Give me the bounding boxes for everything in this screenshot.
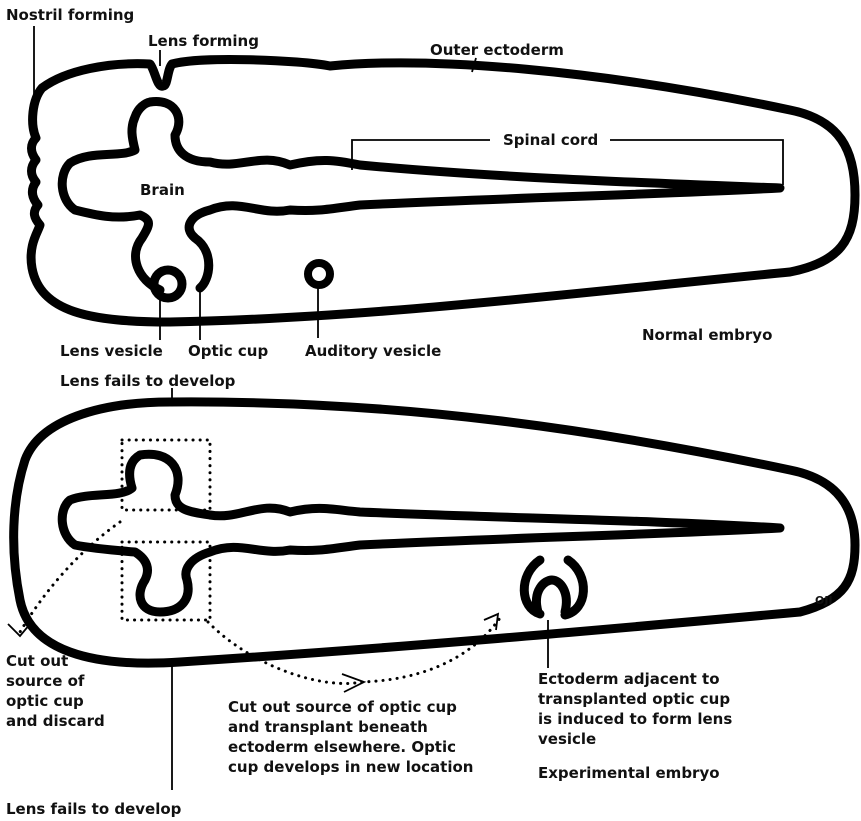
normal-embryo-caption: Normal embryo [642,326,772,344]
cut-discard-line: and discard [6,712,105,730]
cut-discard-text: Cut out source of optic cup and discard [6,652,105,730]
induced-text: Ectoderm adjacent to transplanted optic … [538,670,732,748]
transplant-arrowhead-mid [342,674,364,692]
transplant-arrowhead-end [484,614,498,630]
lens-forming-label: Lens forming [148,32,259,50]
lens-fails-bottom-label: Lens fails to develop [6,800,182,818]
artist-mark: OJI [815,594,833,607]
auditory-vesicle-label: Auditory vesicle [305,342,441,360]
optic-cup-label: Optic cup [188,342,268,360]
induced-line: is induced to form lens [538,710,732,728]
cut-discard-line: Cut out [6,652,68,670]
transplant-line: and transplant beneath [228,718,428,736]
lens-vesicle [154,270,182,298]
transplant-line: Cut out source of optic cup [228,698,457,716]
induced-line: vesicle [538,730,596,748]
nostril-forming-label: Nostril forming [6,6,134,24]
discard-region-box [122,440,210,510]
spinal-cord-label: Spinal cord [503,131,598,149]
normal-embryo: Nostril forming Lens forming Outer ectod… [6,6,855,360]
brain-label: Brain [140,181,185,199]
cut-discard-line: source of [6,672,85,690]
auditory-vesicle [308,263,330,285]
cut-discard-line: optic cup [6,692,84,710]
experimental-brain-tube [62,454,780,612]
induced-line: transplanted optic cup [538,690,730,708]
lens-fails-top-label: Lens fails to develop [60,372,236,390]
outer-ectoderm-label: Outer ectoderm [430,41,564,59]
experimental-embryo: Lens fails to develop Lens fails to deve… [6,372,855,818]
experimental-embryo-caption: Experimental embryo [538,764,720,782]
lens-vesicle-label: Lens vesicle [60,342,163,360]
induced-line: Ectoderm adjacent to [538,670,720,688]
transplant-text: Cut out source of optic cup and transpla… [228,698,473,776]
transplant-line: ectoderm elsewhere. Optic [228,738,456,756]
transplant-line: cup develops in new location [228,758,473,776]
transplanted-optic-cup [524,560,583,615]
